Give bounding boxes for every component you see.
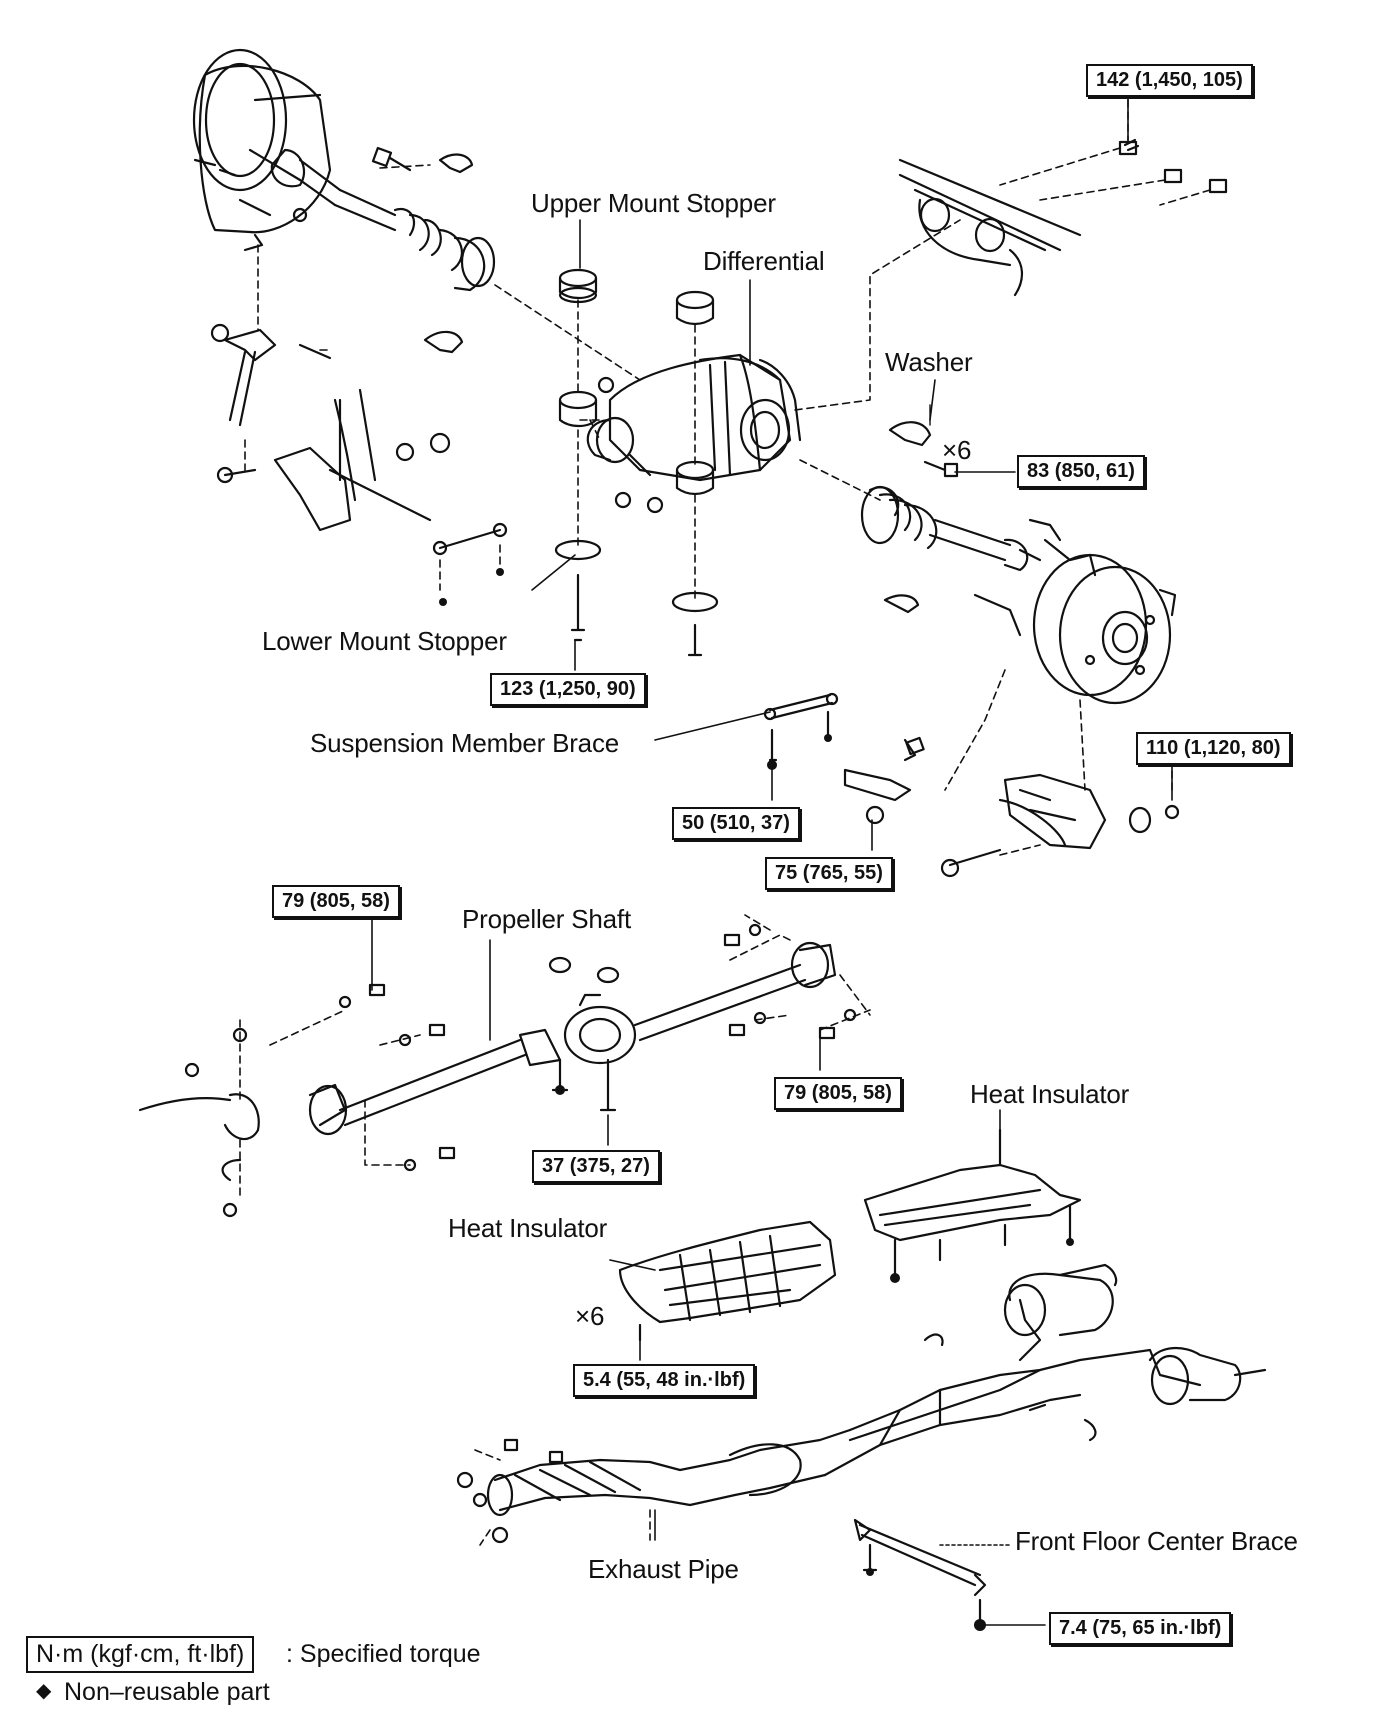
torque-spec-75: 75 (765, 55)	[765, 857, 893, 890]
torque-spec-5-4: 5.4 (55, 48 in.·lbf)	[573, 1364, 756, 1397]
left-suspension-parts	[210, 146, 474, 532]
exhaust-dashed	[474, 1449, 651, 1546]
bolt-markers	[439, 568, 1074, 1631]
leader-lines	[371, 94, 1173, 1626]
exhaust-left-bolts	[456, 1438, 564, 1544]
legend-nonreusable-symbol: ◆	[36, 1680, 52, 1702]
label-exhaust-pipe: Exhaust Pipe	[588, 1554, 739, 1584]
label-suspension-member-brace: Suspension Member Brace	[310, 728, 619, 758]
propeller-shaft-part	[138, 941, 837, 1182]
torque-spec-142: 142 (1,450, 105)	[1086, 64, 1253, 97]
legend-unit-box: N·m (kgf·cm, ft·lbf)	[26, 1636, 255, 1673]
center-heat-insulator-part	[609, 1220, 837, 1342]
upper-right-body-mount	[898, 138, 1228, 297]
torque-spec-123: 123 (1,250, 90)	[490, 673, 646, 706]
front-floor-brace-part	[853, 1518, 1011, 1627]
washer-bolt	[888, 404, 959, 478]
upper-right-dashed	[999, 99, 1211, 206]
exhaust-pipe-part	[486, 1263, 1267, 1517]
torque-spec-83: 83 (850, 61)	[1017, 455, 1145, 488]
mount-stoppers	[432, 268, 719, 657]
torque-spec-110: 110 (1,120, 80)	[1136, 732, 1291, 765]
label-propeller-shaft: Propeller Shaft	[462, 904, 631, 934]
label-heat-insulator-right: Heat Insulator	[970, 1079, 1130, 1109]
right-drive-shaft	[860, 485, 1042, 572]
label-differential: Differential	[703, 246, 825, 276]
mount-dashed-lines	[439, 219, 961, 599]
legend-nonreusable-description: Non–reusable part	[64, 1678, 270, 1706]
differential-assembly	[586, 353, 802, 482]
torque-spec-37: 37 (375, 27)	[532, 1150, 660, 1183]
label-heat-insulator-center: Heat Insulator	[448, 1213, 608, 1243]
label-upper-mount-stopper: Upper Mount Stopper	[531, 188, 776, 218]
torque-spec-50: 50 (510, 37)	[672, 807, 800, 840]
legend-unit-description: : Specified torque	[286, 1640, 481, 1668]
left-axle-hub-knuckle	[192, 48, 332, 252]
right-heat-insulator-part	[863, 1128, 1082, 1277]
propeller-dashed	[239, 914, 871, 1201]
label-washer: Washer	[885, 347, 973, 377]
left-drive-shaft	[270, 148, 496, 292]
right-lower-arm	[843, 736, 1180, 878]
label-heat-insulator-qty: ×6	[575, 1301, 605, 1331]
suspension-member-brace-part	[654, 692, 839, 762]
torque-spec-79-left: 79 (805, 58)	[272, 885, 400, 918]
label-front-floor-center-brace: Front Floor Center Brace	[1015, 1526, 1298, 1556]
torque-spec-79-right: 79 (805, 58)	[774, 1077, 902, 1110]
label-washer-qty: ×6	[942, 435, 972, 465]
label-lower-mount-stopper: Lower Mount Stopper	[262, 626, 507, 656]
torque-spec-7-4: 7.4 (75, 65 in.·lbf)	[1049, 1612, 1232, 1645]
right-hub-knuckle	[883, 518, 1177, 705]
propeller-bolts	[184, 923, 857, 1218]
